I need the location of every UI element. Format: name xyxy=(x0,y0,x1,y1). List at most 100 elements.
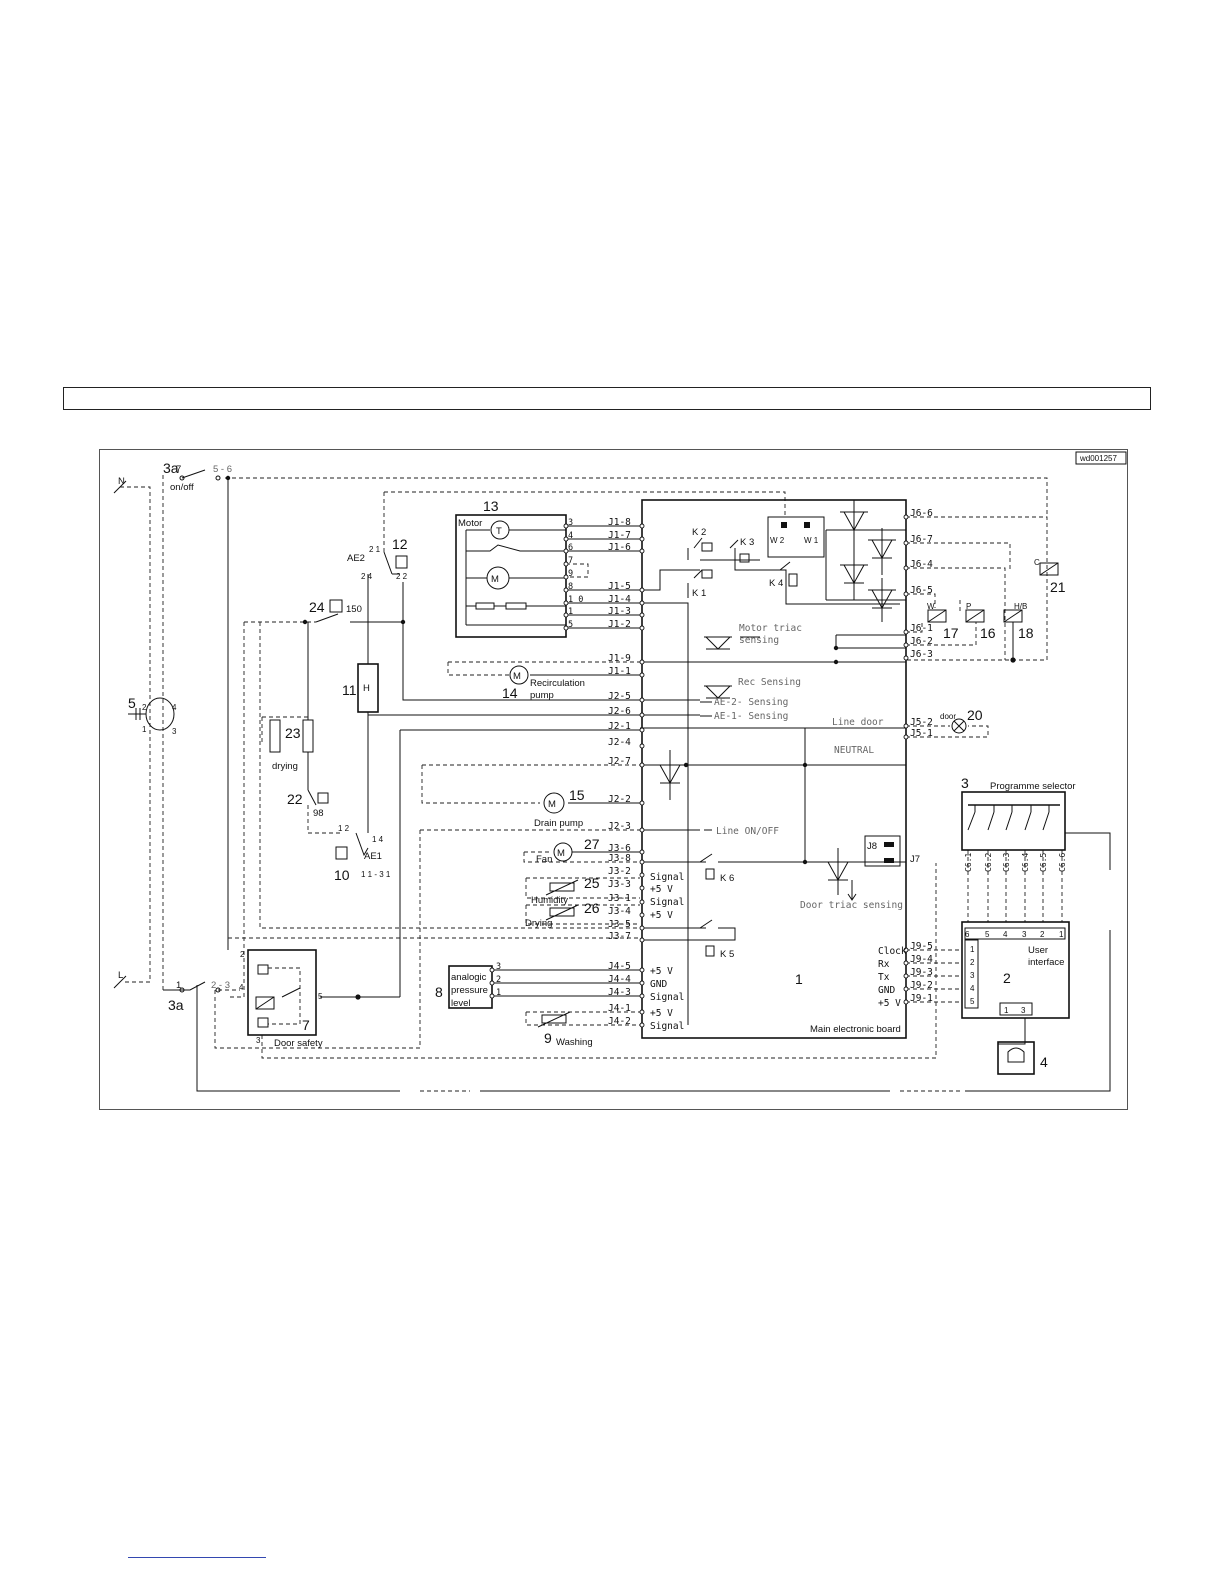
label-ae1: AE1 xyxy=(364,851,382,862)
j1-pin-label: J1-4 xyxy=(608,594,631,605)
j9-signal-label: Rx xyxy=(878,959,890,970)
triac-symbols xyxy=(658,500,896,895)
j2-pin-label: J2-7 xyxy=(608,756,631,767)
label-sw-bot-pin1: 1 xyxy=(176,980,181,991)
j2-pin xyxy=(639,827,645,833)
j3-pin xyxy=(639,849,645,855)
label-5: 5 xyxy=(128,695,136,711)
label-pressure: pressure xyxy=(451,985,488,996)
label-4: 4 xyxy=(1040,1054,1048,1070)
motor-pin-label: 1 0 xyxy=(568,595,583,605)
valve-p-icon xyxy=(965,609,985,623)
label-5-pin4: 4 xyxy=(172,703,177,712)
j5-pin xyxy=(903,734,909,740)
label-5-pin1: 1 xyxy=(142,725,147,734)
c6-pin-label: C6.5 xyxy=(1039,853,1048,872)
ui-side-pin-label: 1 xyxy=(970,945,975,954)
j3-pin xyxy=(639,925,645,931)
drawing-id: wd001257 xyxy=(1079,454,1117,463)
label-17: 17 xyxy=(943,625,959,641)
programme-selector-box xyxy=(961,791,1066,851)
pressure-switch-ae2-icon xyxy=(395,555,408,569)
label-24: 24 xyxy=(309,599,325,615)
ui-top-pin-label: 6 xyxy=(965,930,970,939)
thermostat-98-icon xyxy=(317,792,329,804)
label-ae2: AE2 xyxy=(347,553,365,564)
j9-signal-label: +5 V xyxy=(878,998,901,1009)
j4-pin-label: J4-4 xyxy=(608,974,631,985)
label-8: 8 xyxy=(435,984,443,1000)
j2-pin xyxy=(639,743,645,749)
motor-pin-label: 7 xyxy=(568,556,573,566)
label-level: level xyxy=(451,998,471,1009)
ui-side-pin-label: 4 xyxy=(970,984,975,993)
j9-pin xyxy=(903,947,909,953)
label-27: 27 xyxy=(584,836,600,852)
label-c4-pin1: 1 xyxy=(1004,1006,1009,1015)
label-98: 98 xyxy=(313,808,324,819)
label-fan: Fan xyxy=(536,854,552,865)
label-k5: K 5 xyxy=(720,949,734,960)
motor-pin-label: 8 xyxy=(568,582,573,592)
j3-signal-label: +5 V xyxy=(650,910,673,921)
c6-pin-label: C6.3 xyxy=(1002,853,1011,872)
j9-pin xyxy=(903,973,909,979)
label-5-pin3: 3 xyxy=(172,727,177,736)
wires xyxy=(120,469,1111,1092)
ui-side-pin-label: 3 xyxy=(970,971,975,980)
label-ds-pin2: 2 xyxy=(240,950,245,959)
motor-pin-label: 9 xyxy=(568,569,573,579)
j3-signal-label: +5 V xyxy=(650,884,673,895)
label-21: 21 xyxy=(1050,579,1066,595)
label-valve-hb: H/B xyxy=(1014,602,1027,611)
motor-box xyxy=(455,514,567,638)
j2-pin xyxy=(639,800,645,806)
ui-top-pin-label: 2 xyxy=(1040,930,1045,939)
c6-pin-label: C6.1 xyxy=(964,853,973,872)
label-door-safety: Door safety xyxy=(274,1038,323,1049)
label-k4: K 4 xyxy=(769,578,783,589)
j1-pin xyxy=(639,536,645,542)
thermostat-150-icon xyxy=(329,599,343,613)
label-ae2-sensing: AE-2- Sensing xyxy=(714,697,788,708)
j1-pin-label: J1-2 xyxy=(608,619,631,630)
j6-pin xyxy=(903,514,909,520)
label-humidity: Humidity xyxy=(531,895,568,906)
label-k2: K 2 xyxy=(692,527,706,538)
junction-dots xyxy=(225,475,1016,1000)
label-c4-pin3: 3 xyxy=(1021,1006,1026,1015)
label-drain: Drain pump xyxy=(534,818,583,829)
label-ds-pin3: 3 xyxy=(256,1036,261,1045)
label-on-off: on/off xyxy=(170,482,194,493)
label-15: 15 xyxy=(569,787,585,803)
j3-pin xyxy=(639,912,645,918)
j4-signal-label: +5 V xyxy=(650,966,673,977)
j1-pin xyxy=(639,659,645,665)
motor-pin-label: 6 xyxy=(568,543,573,553)
label-motor: Motor xyxy=(458,518,482,529)
label-9: 9 xyxy=(544,1030,552,1046)
j9-signal-label: GND xyxy=(878,985,895,996)
svg-text:M: M xyxy=(491,574,499,585)
label-16: 16 xyxy=(980,625,996,641)
ui-top-pin-label: 5 xyxy=(985,930,990,939)
j4-pin xyxy=(639,1022,645,1028)
motor-pin-label: 5 xyxy=(568,620,573,630)
j6-pin-label: J6-5 xyxy=(910,585,933,596)
j3-pin-label: J3-5 xyxy=(608,919,631,930)
label-door: door xyxy=(940,712,956,721)
pressure-pin xyxy=(489,993,495,999)
j3-pin xyxy=(639,937,645,943)
label-k3: K 3 xyxy=(740,537,754,548)
label-motor-triac-1: Motor triac xyxy=(739,623,802,634)
j5-pin xyxy=(903,723,909,729)
label-washing: Washing xyxy=(556,1037,593,1048)
label-rec-sensing: Rec Sensing xyxy=(738,677,801,688)
j6-pin xyxy=(903,565,909,571)
label-14: 14 xyxy=(502,685,518,701)
bottom-rule xyxy=(128,1557,266,1558)
svg-text:M: M xyxy=(557,848,565,859)
header-box xyxy=(63,387,1151,410)
label-door-triac: Door triac sensing xyxy=(800,900,903,911)
pressure-pin-label: 2 xyxy=(496,975,501,985)
